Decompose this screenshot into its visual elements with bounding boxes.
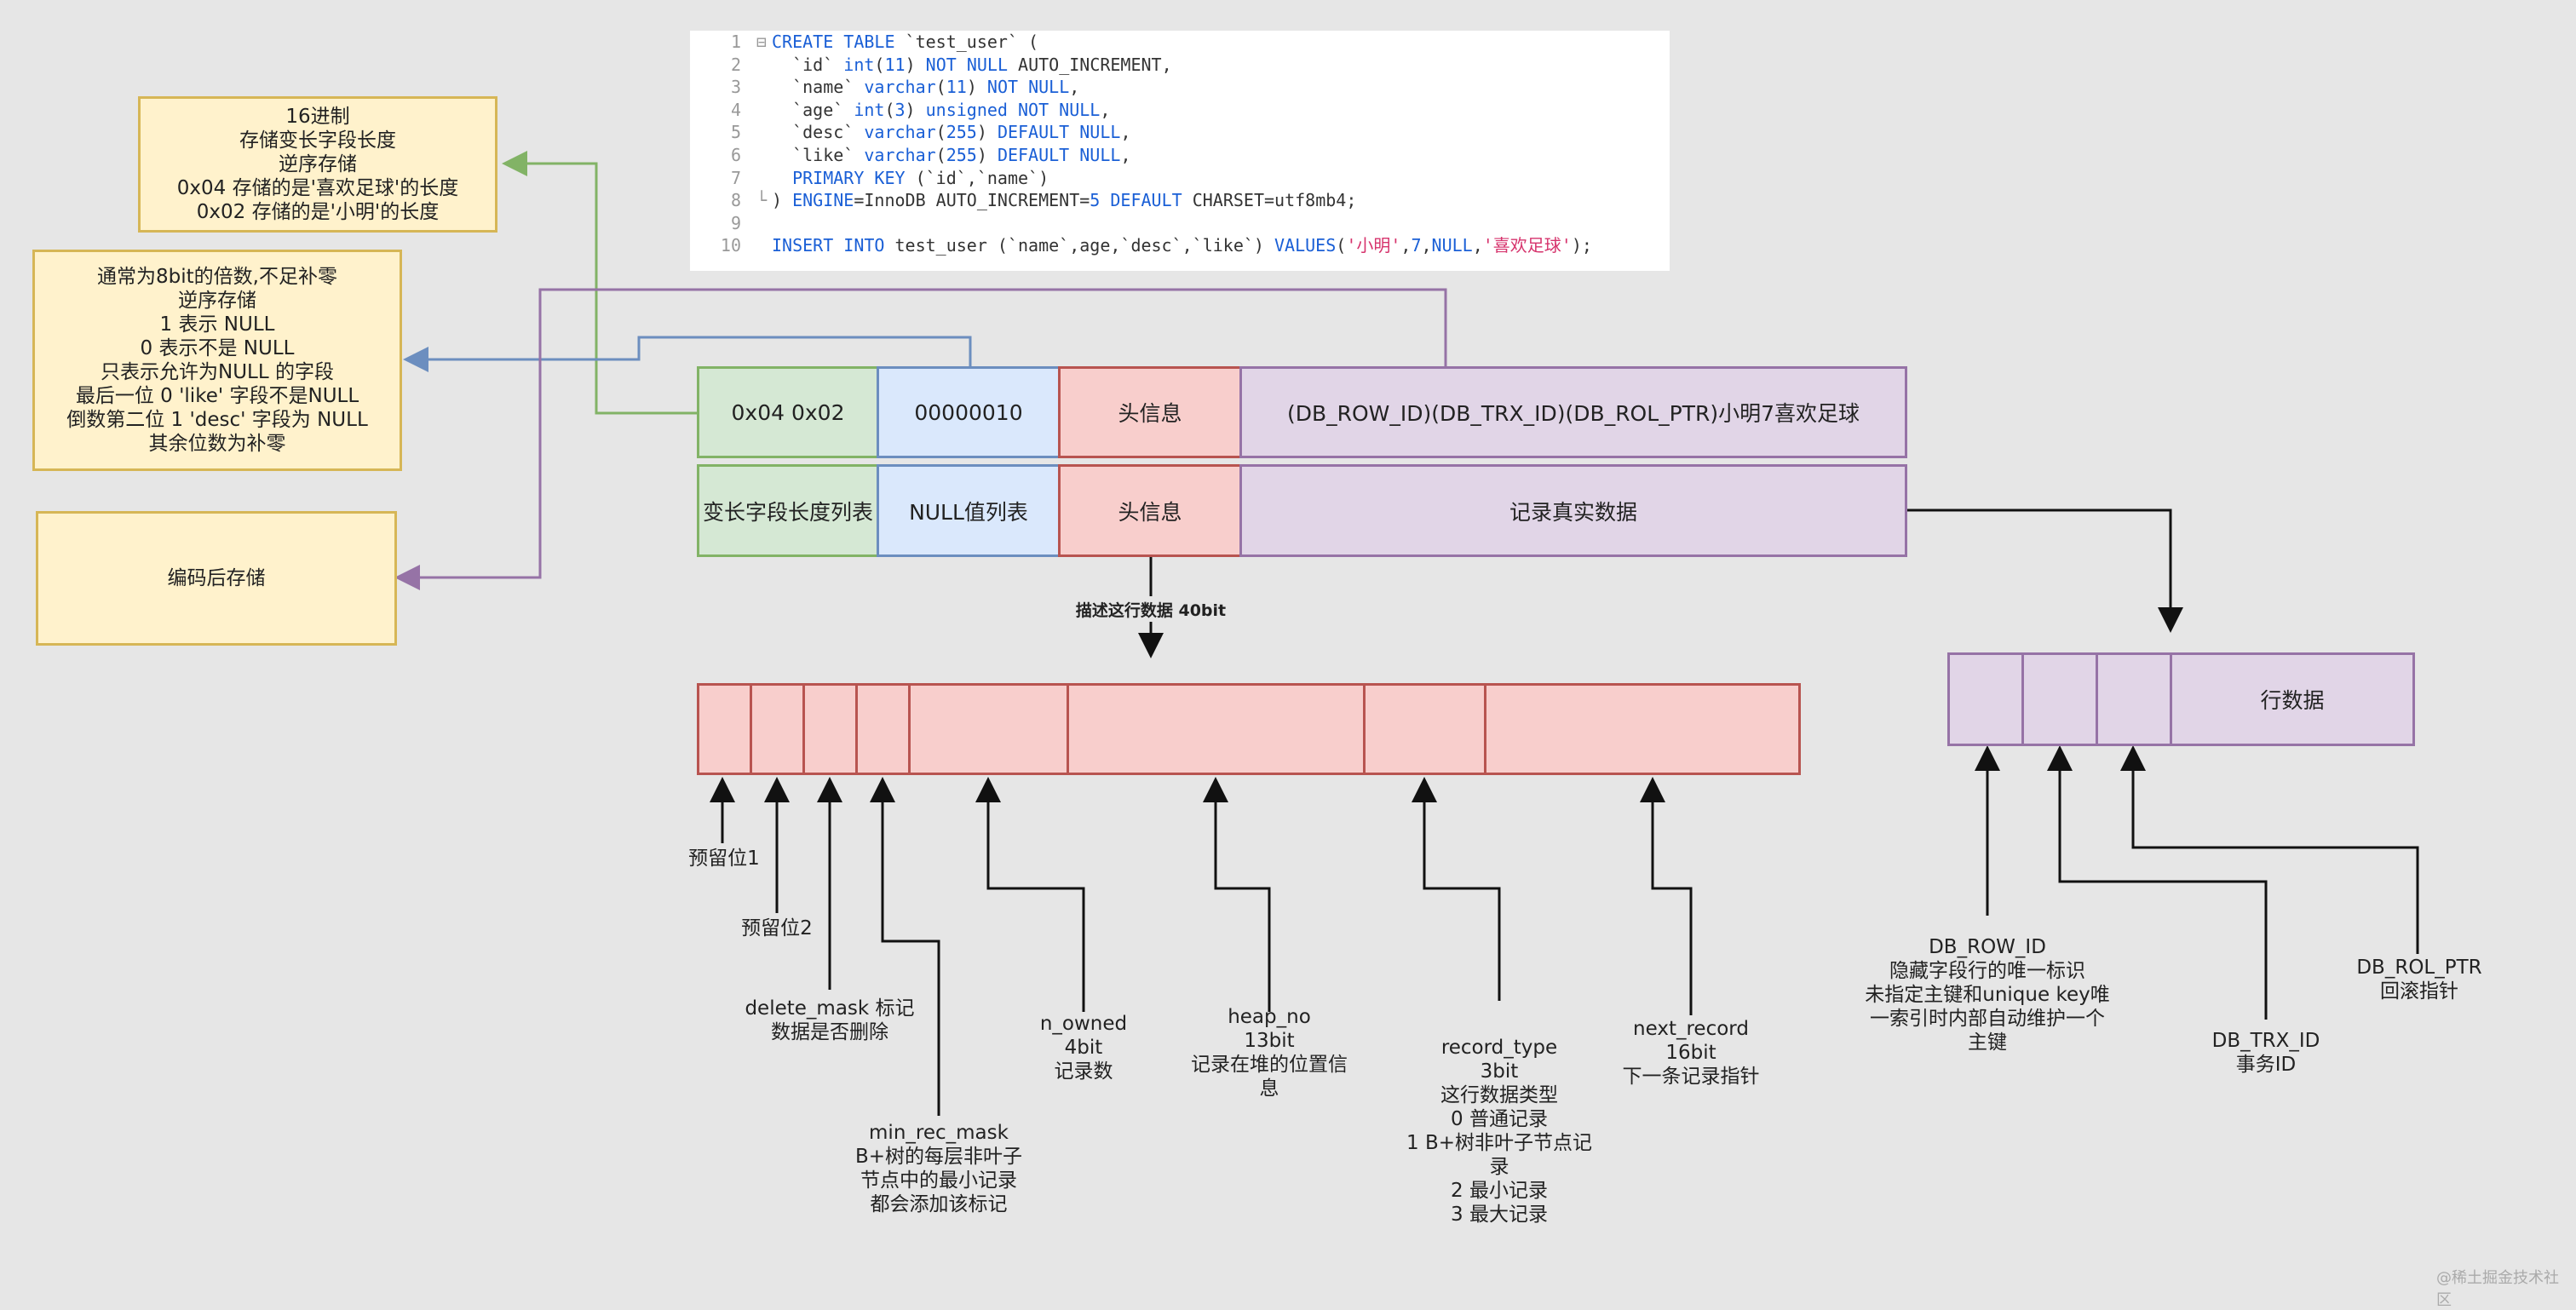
code-line: 10 INSERT INTO test_user (`name`,age,`des… (690, 234, 1670, 257)
row2-nulls-cell: NULL值列表 (877, 464, 1061, 557)
header-desc-label: 描述这行数据 40bit (1053, 596, 1249, 622)
connector-nulls (403, 336, 972, 372)
line-number: 6 (730, 144, 741, 165)
rowdata-trx-id (2021, 652, 2099, 746)
code-line: 1 ⊟CREATE TABLE `test_user` ( (690, 31, 1670, 54)
code-line: 2 `id` int(11) NOT NULL AUTO_INCREMENT, (690, 54, 1670, 77)
line-number: 10 (720, 235, 741, 256)
code-line: 8 └) ENGINE=InnoDB AUTO_INCREMENT=5 DEFAU… (690, 189, 1670, 212)
label-reserved2: 预留位2 (741, 917, 813, 939)
hdr-bit-n-owned (908, 683, 1069, 775)
hdr-bit-record-type (1363, 683, 1486, 775)
watermark: @稀土掘金技术社区 (2436, 1269, 2559, 1309)
line-number: 5 (730, 122, 741, 143)
code-line: 6 `like` varchar(255) DEFAULT NULL, (690, 144, 1670, 167)
row2-varlen-cell: 变长字段长度列表 (697, 464, 879, 557)
code-text: `id` int(11) NOT NULL AUTO_INCREMENT, (772, 54, 1172, 75)
code-text: `name` varchar(11) NOT NULL, (772, 77, 1080, 98)
line-number: 1 (730, 32, 741, 52)
row1-varlen-cell: 0x04 0x02 (697, 366, 879, 458)
label-delete-mask: delete_mask 标记数据是否删除 (745, 997, 915, 1043)
connector-data (394, 288, 1447, 590)
hdr-bit-reserved2 (750, 683, 805, 775)
rowdata-row-id (1947, 652, 2025, 746)
code-lines: 1⊟CREATE TABLE `test_user` (2 `id` int(1… (690, 31, 1670, 257)
code-line: 9 (690, 212, 1670, 235)
rowdata-real-data: 行数据 (2170, 652, 2415, 746)
line-number: 4 (730, 99, 741, 120)
label-reserved1: 预留位1 (688, 847, 760, 870)
code-text: ) ENGINE=InnoDB AUTO_INCREMENT=5 DEFAULT… (772, 190, 1357, 211)
hdr-bit-heap-no (1067, 683, 1366, 775)
line-number: 7 (730, 167, 741, 188)
code-text: `age` int(3) unsigned NOT NULL, (772, 99, 1111, 120)
hdr-bit-min-rec-mask (855, 683, 911, 775)
fold-icon: └ (756, 190, 768, 211)
sql-code-panel: 1⊟CREATE TABLE `test_user` (2 `id` int(1… (690, 31, 1670, 271)
code-text: CREATE TABLE `test_user` ( (772, 32, 1039, 52)
code-line: 4 `age` int(3) unsigned NOT NULL, (690, 99, 1670, 122)
line-number: 3 (730, 77, 741, 98)
note-encoded: 编码后存储 (36, 511, 397, 646)
hdr-bit-next-record (1484, 683, 1801, 775)
code-line: 5 `desc` varchar(255) DEFAULT NULL, (690, 121, 1670, 144)
line-number: 8 (730, 190, 741, 211)
row1-nulls-cell: 00000010 (877, 366, 1061, 458)
code-text: INSERT INTO test_user (`name`,age,`desc`… (772, 235, 1592, 256)
hdr-bit-reserved1 (697, 683, 752, 775)
row1-header-cell: 头信息 (1058, 366, 1242, 458)
connector-rowdata (1906, 508, 2183, 633)
line-number: 2 (730, 54, 741, 75)
fold-icon: ⊟ (756, 32, 768, 52)
code-line: 3 `name` varchar(11) NOT NULL, (690, 76, 1670, 99)
row1-data-cell: (DB_ROW_ID)(DB_TRX_ID)(DB_ROL_PTR)小明7喜欢足… (1239, 366, 1907, 458)
code-line: 7 PRIMARY KEY (`id`,`name`) (690, 167, 1670, 190)
hdr-bit-delete-mask (802, 683, 858, 775)
row2-data-cell: 记录真实数据 (1239, 464, 1907, 557)
code-text: PRIMARY KEY (`id`,`name`) (772, 167, 1049, 188)
line-number: 9 (730, 212, 741, 233)
code-text: `like` varchar(255) DEFAULT NULL, (772, 144, 1131, 165)
rowdata-rol-ptr (2096, 652, 2173, 746)
row2-header-cell: 头信息 (1058, 464, 1242, 557)
code-text: `desc` varchar(255) DEFAULT NULL, (772, 122, 1131, 143)
